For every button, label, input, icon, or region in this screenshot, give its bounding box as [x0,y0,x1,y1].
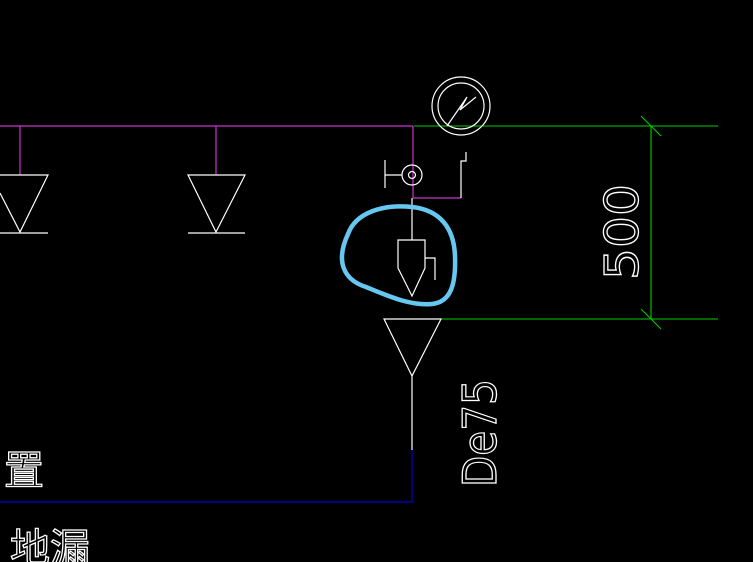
dimension-tick-bottom [640,308,662,330]
pipe-size-label: De75 [453,379,507,487]
side-annotation-floor-drain: 地漏 [10,526,90,562]
sprinkler-triangle [187,174,246,234]
gauge-needle [446,96,477,127]
gauge-inner-ring [437,82,485,130]
cyan-markup-circle [339,204,458,307]
gauge-outer-ring [431,76,491,136]
dimension-tick-top [640,115,662,137]
drain-pipe-and-boundary [0,376,413,503]
gauge-stem [460,152,467,198]
sprinkler-head-pendent-3 [383,318,442,378]
dimension-value-label: 500 [595,184,649,280]
pressure-gauge-icon [431,76,491,198]
sprinkler-triangle [0,174,49,234]
valve-inner-dot [407,170,417,180]
side-annotation-char: 置 [4,448,44,494]
drain-nozzle [397,239,426,298]
sprinkler-triangle [383,318,442,378]
sprinkler-head-pendent-1 [0,174,49,234]
green-dimension [414,115,718,330]
magenta-branch-pipe [0,125,461,199]
drain-side-outlet [425,257,436,280]
test-valve-icon [384,160,423,188]
sprinkler-head-pendent-2 [187,174,246,234]
